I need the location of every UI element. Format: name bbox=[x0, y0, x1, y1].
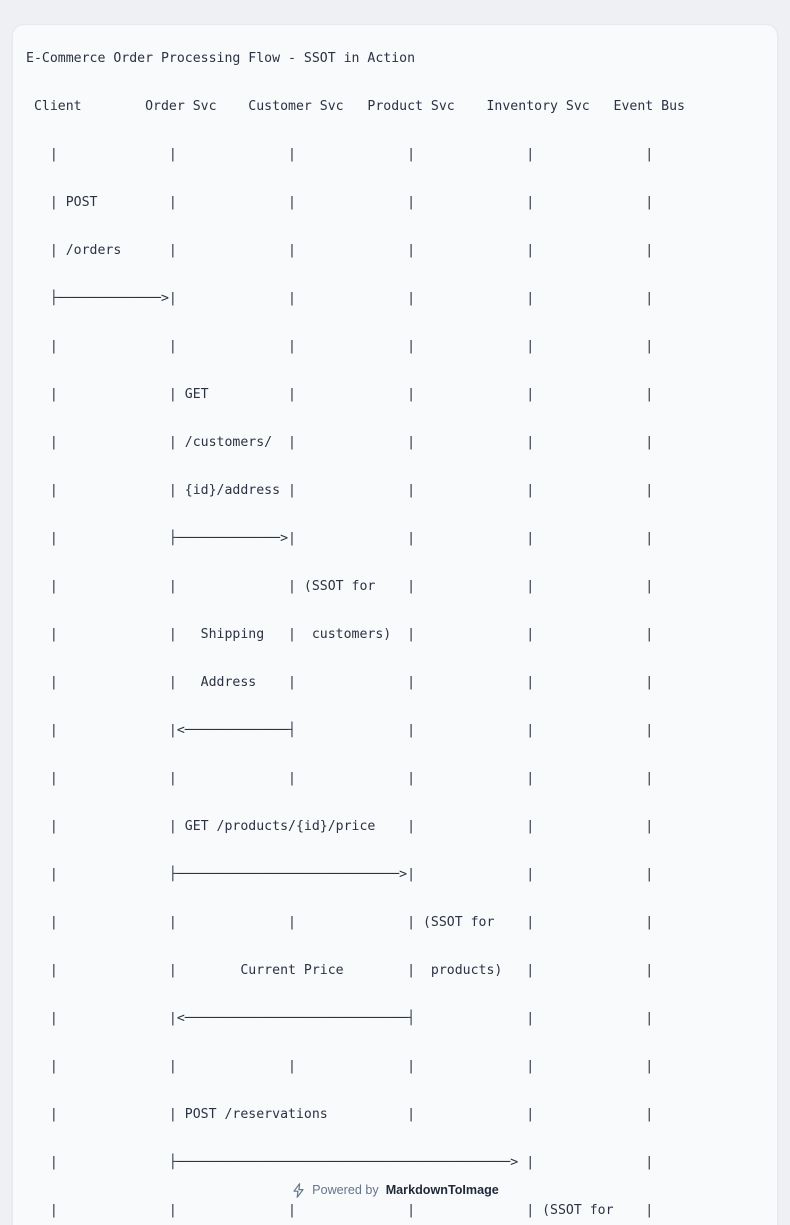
diagram-line: | /orders | | | | | bbox=[26, 243, 654, 258]
diagram-line: | POST | | | | | bbox=[26, 195, 654, 210]
ascii-sequence-diagram: Client Order Svc Customer Svc Product Sv… bbox=[13, 95, 777, 1225]
diagram-line: | | Current Price | products) | | bbox=[26, 963, 654, 978]
diagram-line: | | GET | | | | bbox=[26, 387, 654, 402]
diagram-line: | ├─────────────────────────────────────… bbox=[26, 1155, 654, 1170]
diagram-line: | | | | | | bbox=[26, 147, 654, 162]
diagram-line: | | POST /reservations | | | bbox=[26, 1107, 654, 1122]
diagram-line: | | /customers/ | | | | bbox=[26, 435, 654, 450]
diagram-line: | | | | (SSOT for | | bbox=[26, 915, 654, 930]
footer-brand: MarkdownToImage bbox=[385, 1183, 499, 1197]
diagram-title: E-Commerce Order Processing Flow - SSOT … bbox=[26, 51, 416, 66]
diagram-line: | ├─────────────>| | | | bbox=[26, 531, 654, 546]
diagram-line: | | Address | | | | bbox=[26, 675, 654, 690]
footer-prefix: Powered by bbox=[312, 1183, 379, 1197]
diagram-line: | | | | | (SSOT for | bbox=[26, 1203, 654, 1218]
diagram-line: | | | (SSOT for | | | bbox=[26, 579, 654, 594]
diagram-line: | | | | | | bbox=[26, 339, 654, 354]
diagram-line: | |<─────────────┤ | | | bbox=[26, 723, 654, 738]
diagram-card: E-Commerce Order Processing Flow - SSOT … bbox=[12, 24, 778, 1225]
diagram-line: | |<────────────────────────────┤ | | bbox=[26, 1011, 654, 1026]
diagram-line: | | {id}/address | | | | bbox=[26, 483, 654, 498]
diagram-line: | ├────────────────────────────>| | | bbox=[26, 867, 654, 882]
diagram-line: | | | | | | bbox=[26, 771, 654, 786]
diagram-line: | | Shipping | customers) | | | bbox=[26, 627, 654, 642]
diagram-line: | | GET /products/{id}/price | | | bbox=[26, 819, 654, 834]
footer-attribution: Powered by MarkdownToImage bbox=[0, 1182, 790, 1198]
diagram-line: | | | | | | bbox=[26, 1059, 654, 1074]
diagram-line: ├─────────────>| | | | | bbox=[26, 291, 654, 306]
lightning-bolt-icon bbox=[291, 1182, 305, 1198]
diagram-line: Client Order Svc Customer Svc Product Sv… bbox=[26, 99, 685, 114]
